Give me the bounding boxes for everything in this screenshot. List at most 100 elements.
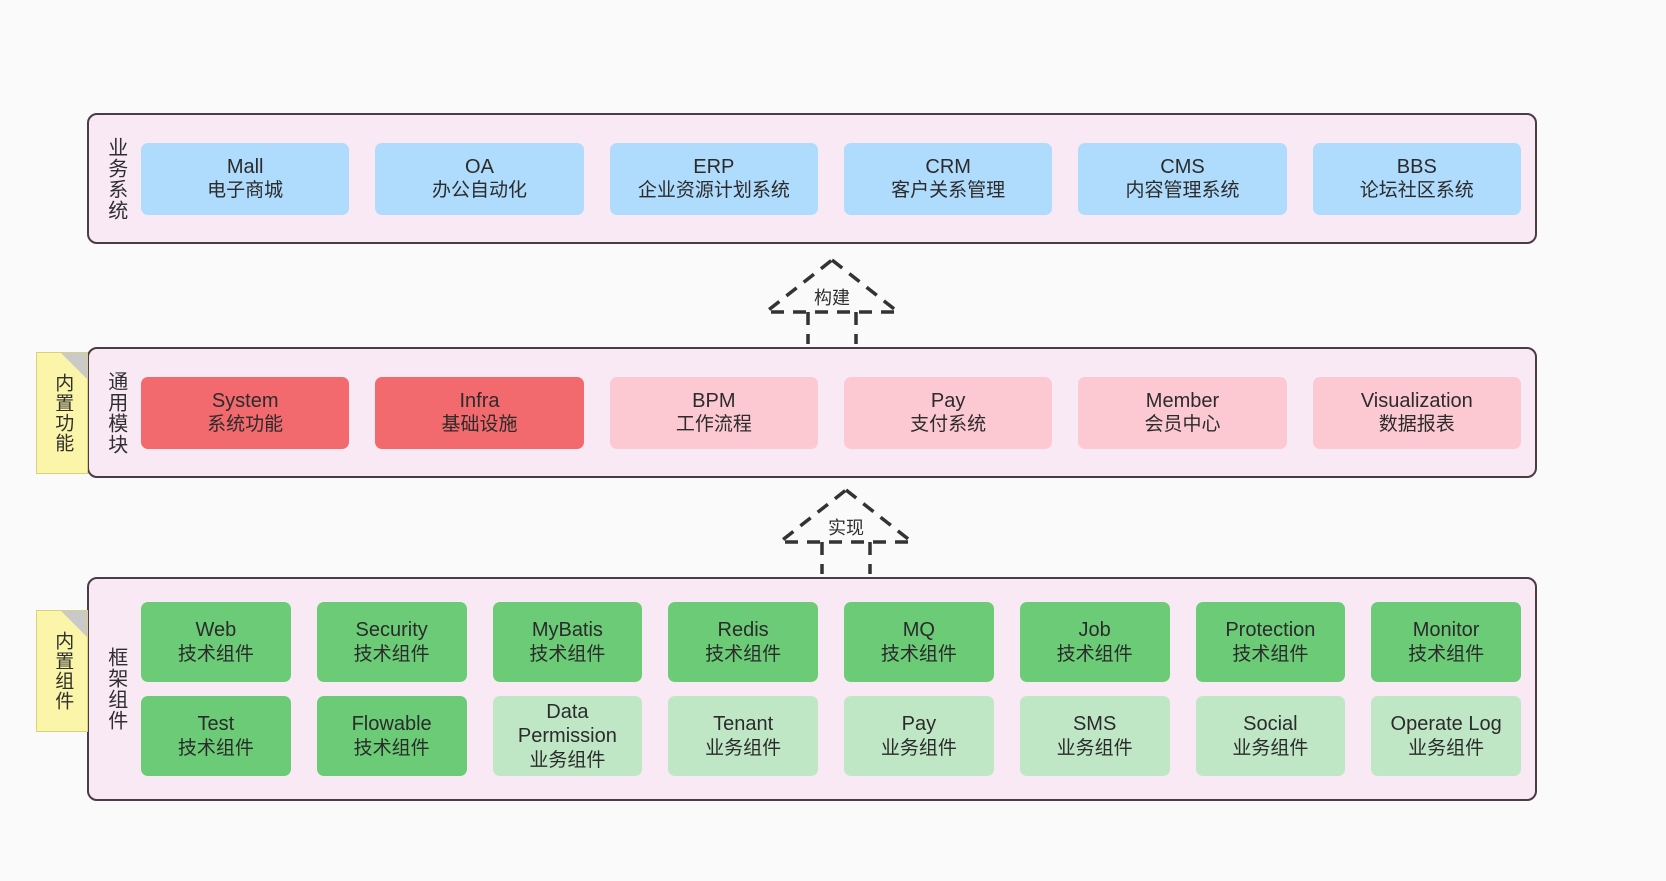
node-system[interactable]: System 系统功能 — [141, 376, 350, 449]
layer-body-modules: System 系统功能 Infra 基础设施 BPM 工作流程 Pay 支付系统… — [141, 349, 1535, 476]
node-title: Monitor — [1412, 619, 1480, 642]
node-title: Pay — [930, 389, 966, 412]
layer-body-framework: Web 技术组件 Security 技术组件 MyBatis 技术组件 Redi… — [141, 579, 1535, 799]
node-title: Test — [197, 713, 235, 736]
node-operate-log[interactable]: Operate Log 业务组件 — [1371, 696, 1521, 776]
node-subtitle: 技术组件 — [1232, 643, 1309, 665]
node-subtitle: 业务组件 — [1056, 737, 1133, 759]
node-subtitle: 业务组件 — [880, 737, 957, 759]
node-flowable[interactable]: Flowable 技术组件 — [316, 696, 467, 776]
node-row: Web 技术组件 Security 技术组件 MyBatis 技术组件 Redi… — [141, 602, 1521, 682]
note-label: 内置组件 — [52, 631, 74, 711]
node-title: Protection — [1225, 619, 1316, 642]
node-title: Tenant — [713, 713, 774, 736]
node-title: Visualization — [1360, 389, 1473, 412]
node-subtitle: 业务组件 — [1408, 737, 1485, 759]
node-bbs[interactable]: BBS 论坛社区系统 — [1312, 142, 1521, 215]
node-protection[interactable]: Protection 技术组件 — [1195, 602, 1346, 682]
node-title: MyBatis — [531, 619, 603, 642]
node-job[interactable]: Job 技术组件 — [1019, 602, 1170, 682]
node-social[interactable]: Social 业务组件 — [1195, 696, 1346, 776]
node-web[interactable]: Web 技术组件 — [141, 602, 291, 682]
node-subtitle: 业务组件 — [705, 737, 782, 759]
node-subtitle: 技术组件 — [353, 737, 430, 759]
connector-implement-label: 实现 — [824, 514, 868, 540]
layer-rows-framework: Web 技术组件 Security 技术组件 MyBatis 技术组件 Redi… — [141, 588, 1521, 790]
node-title: Social — [1243, 713, 1298, 736]
node-subtitle: 电子商城 — [207, 180, 284, 202]
node-title: BPM — [692, 389, 736, 412]
node-subtitle: 基础设施 — [441, 414, 518, 436]
node-pay-module[interactable]: Pay 支付系统 — [843, 376, 1053, 449]
layer-business-systems: 业务系统 Mall 电子商城 OA 办公自动化 ERP 企业资源计划系统 CRM… — [87, 113, 1537, 244]
node-subtitle: 系统功能 — [207, 414, 284, 436]
node-subtitle: 技术组件 — [177, 737, 254, 759]
node-title: Pay — [901, 713, 937, 736]
layer-framework-components: 框架组件 Web 技术组件 Security 技术组件 MyBatis 技术组件… — [87, 577, 1537, 801]
layer-title-framework: 框架组件 — [104, 647, 127, 731]
node-title: Redis — [717, 619, 769, 642]
node-sms[interactable]: SMS 业务组件 — [1019, 696, 1170, 776]
node-row: System 系统功能 Infra 基础设施 BPM 工作流程 Pay 支付系统… — [141, 376, 1521, 449]
layer-body-business: Mall 电子商城 OA 办公自动化 ERP 企业资源计划系统 CRM 客户关系… — [141, 115, 1535, 242]
node-title: Web — [195, 619, 237, 642]
node-mybatis[interactable]: MyBatis 技术组件 — [492, 602, 643, 682]
node-subtitle: 论坛社区系统 — [1359, 180, 1474, 202]
node-member[interactable]: Member 会员中心 — [1078, 376, 1287, 449]
node-subtitle: 技术组件 — [177, 643, 254, 665]
node-title: CRM — [925, 155, 971, 178]
layer-title-modules: 通用模块 — [104, 370, 127, 455]
node-redis[interactable]: Redis 技术组件 — [668, 602, 818, 682]
node-subtitle: 业务组件 — [1232, 737, 1309, 759]
node-subtitle: 办公自动化 — [431, 180, 527, 202]
node-title: System — [211, 389, 279, 412]
layer-title-business: 业务系统 — [104, 136, 127, 221]
node-title: Data Permission — [517, 701, 617, 748]
node-subtitle: 企业资源计划系统 — [637, 180, 790, 202]
node-subtitle: 技术组件 — [353, 643, 430, 665]
node-title: CMS — [1160, 155, 1205, 178]
node-title: Member — [1145, 389, 1220, 412]
node-subtitle: 会员中心 — [1144, 414, 1221, 436]
connector-build: 构建 — [752, 256, 912, 344]
note-builtin-components: 内置组件 — [36, 610, 88, 732]
node-tenant[interactable]: Tenant 业务组件 — [668, 696, 818, 776]
node-row: Test 技术组件 Flowable 技术组件 Data Permission … — [141, 696, 1521, 776]
note-label: 内置功能 — [52, 373, 74, 453]
node-mq[interactable]: MQ 技术组件 — [844, 602, 994, 682]
layer-rows-modules: System 系统功能 Infra 基础设施 BPM 工作流程 Pay 支付系统… — [141, 363, 1521, 463]
node-title: ERP — [693, 155, 735, 178]
node-oa[interactable]: OA 办公自动化 — [375, 142, 584, 215]
node-subtitle: 数据报表 — [1378, 414, 1455, 436]
node-subtitle: 技术组件 — [529, 643, 606, 665]
node-subtitle: 技术组件 — [880, 643, 957, 665]
node-test[interactable]: Test 技术组件 — [141, 696, 291, 776]
node-title: Mall — [226, 155, 264, 178]
node-title: SMS — [1072, 713, 1117, 736]
node-infra[interactable]: Infra 基础设施 — [375, 376, 584, 449]
node-subtitle: 客户关系管理 — [891, 180, 1006, 202]
node-subtitle: 技术组件 — [705, 643, 782, 665]
node-subtitle: 工作流程 — [675, 414, 752, 436]
node-monitor[interactable]: Monitor 技术组件 — [1371, 602, 1521, 682]
node-subtitle: 内容管理系统 — [1125, 180, 1240, 202]
node-visualization[interactable]: Visualization 数据报表 — [1312, 376, 1521, 449]
layer-common-modules: 通用模块 System 系统功能 Infra 基础设施 BPM 工作流程 Pay… — [87, 347, 1537, 478]
node-bpm[interactable]: BPM 工作流程 — [609, 376, 818, 449]
node-title: BBS — [1396, 155, 1437, 178]
layer-rows-business: Mall 电子商城 OA 办公自动化 ERP 企业资源计划系统 CRM 客户关系… — [141, 129, 1521, 229]
node-title: Job — [1078, 619, 1111, 642]
node-pay-component[interactable]: Pay 业务组件 — [844, 696, 994, 776]
node-title: Security — [355, 619, 428, 642]
node-erp[interactable]: ERP 企业资源计划系统 — [609, 142, 818, 215]
node-title: MQ — [902, 619, 935, 642]
node-data-permission[interactable]: Data Permission 业务组件 — [492, 696, 643, 776]
connector-build-label: 构建 — [810, 284, 854, 310]
node-crm[interactable]: CRM 客户关系管理 — [843, 142, 1053, 215]
node-cms[interactable]: CMS 内容管理系统 — [1078, 142, 1287, 215]
node-mall[interactable]: Mall 电子商城 — [141, 142, 350, 215]
node-security[interactable]: Security 技术组件 — [316, 602, 467, 682]
node-row: Mall 电子商城 OA 办公自动化 ERP 企业资源计划系统 CRM 客户关系… — [141, 142, 1521, 215]
node-title: Flowable — [351, 713, 432, 736]
node-subtitle: 技术组件 — [1408, 643, 1485, 665]
